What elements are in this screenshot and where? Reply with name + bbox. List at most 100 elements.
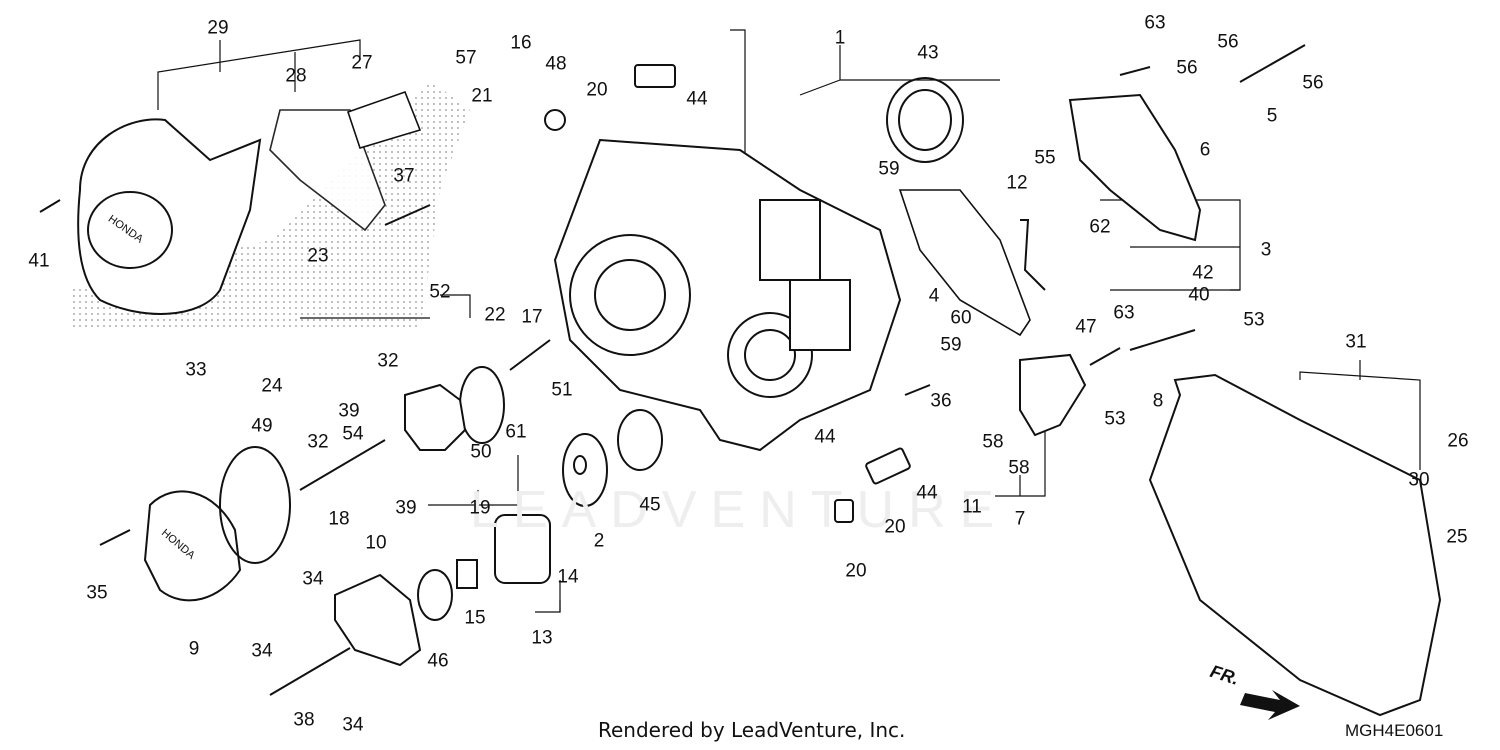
callout-16: 16 xyxy=(510,32,532,54)
callout-47: 47 xyxy=(1075,316,1097,338)
filter-cover-9: HONDA xyxy=(143,490,242,602)
pump-19 xyxy=(404,383,467,451)
pump-body-7 xyxy=(1019,353,1087,437)
callout-54: 54 xyxy=(342,423,364,445)
callout-34a: 34 xyxy=(302,568,324,590)
callout-32b: 32 xyxy=(307,431,329,453)
watermark: LEADVENTURE xyxy=(470,481,1009,539)
callout-2: 2 xyxy=(593,530,605,552)
callout-36: 36 xyxy=(930,390,952,412)
callout-31: 31 xyxy=(1345,331,1367,353)
callout-28: 28 xyxy=(285,65,307,87)
callout-39b: 39 xyxy=(395,497,417,519)
callout-20c: 20 xyxy=(845,560,867,582)
callout-32a: 32 xyxy=(377,350,399,372)
callout-49: 49 xyxy=(251,415,273,437)
callout-38: 38 xyxy=(293,709,315,731)
callout-9: 9 xyxy=(188,638,200,660)
label-27 xyxy=(346,90,422,149)
callout-23: 23 xyxy=(307,245,329,267)
callout-30: 30 xyxy=(1408,469,1430,491)
callout-20: 20 xyxy=(586,79,608,101)
callout-56a: 56 xyxy=(1217,31,1239,53)
callout-25: 25 xyxy=(1446,526,1468,548)
callout-17: 17 xyxy=(521,306,543,328)
callout-46: 46 xyxy=(427,650,449,672)
clutch-cover-29: HONDA xyxy=(77,118,262,315)
callout-52: 52 xyxy=(429,281,451,303)
callout-34b: 34 xyxy=(251,640,273,662)
callout-59a: 59 xyxy=(878,158,900,180)
callout-10: 10 xyxy=(365,532,387,554)
callout-61: 61 xyxy=(505,421,527,443)
callout-15: 15 xyxy=(464,607,486,629)
callout-26: 26 xyxy=(1447,430,1469,452)
callout-62: 62 xyxy=(1089,216,1111,238)
callout-12: 12 xyxy=(1006,172,1028,194)
oil-pipe-12 xyxy=(1020,219,1046,291)
callout-59b: 59 xyxy=(940,334,962,356)
callout-8: 8 xyxy=(1152,390,1164,412)
leader-lines xyxy=(157,29,1421,613)
rotor-2 xyxy=(562,433,608,507)
callout-58a: 58 xyxy=(982,431,1004,453)
callout-35: 35 xyxy=(86,582,108,604)
callout-53b: 53 xyxy=(1104,408,1126,430)
callout-44: 44 xyxy=(686,88,708,110)
callout-22: 22 xyxy=(484,304,506,326)
callout-44b: 44 xyxy=(814,426,836,448)
gasket-4 xyxy=(898,189,1031,337)
callout-29: 29 xyxy=(207,17,229,39)
pressure-switches-20 xyxy=(634,64,911,523)
callout-44c: 44 xyxy=(916,482,938,504)
callout-34c: 34 xyxy=(342,714,364,736)
callout-48: 48 xyxy=(545,53,567,75)
crankcase-cover-1 xyxy=(553,138,902,452)
cover-plate-28 xyxy=(269,109,386,232)
callout-4: 4 xyxy=(928,285,940,307)
callout-41: 41 xyxy=(28,250,50,272)
callout-43: 43 xyxy=(917,42,939,64)
callout-57: 57 xyxy=(455,47,477,69)
callout-37: 37 xyxy=(393,165,415,187)
callout-5: 5 xyxy=(1266,105,1278,127)
callout-14: 14 xyxy=(557,566,579,588)
callout-51: 51 xyxy=(551,379,573,401)
callout-7: 7 xyxy=(1014,508,1026,530)
footer-credit: Rendered by LeadVenture, Inc. xyxy=(598,718,906,742)
callout-53a: 53 xyxy=(1243,309,1265,331)
diagram-code: MGH4E0601 xyxy=(1345,721,1444,740)
callout-33: 33 xyxy=(185,359,207,381)
callout-11: 11 xyxy=(962,496,982,518)
spring-15 xyxy=(456,559,478,589)
callout-24: 24 xyxy=(261,375,283,397)
callout-63b: 63 xyxy=(1113,302,1135,324)
callout-45: 45 xyxy=(639,494,661,516)
callout-21: 21 xyxy=(471,85,493,107)
callout-6: 6 xyxy=(1199,139,1211,161)
front-arrow xyxy=(1240,690,1300,720)
skid-guard-31 xyxy=(1148,373,1442,717)
callout-56c: 56 xyxy=(1302,72,1324,94)
callout-58b: 58 xyxy=(1008,457,1030,479)
callout-27: 27 xyxy=(351,52,373,74)
callout-18: 18 xyxy=(328,508,350,530)
callout-20b: 20 xyxy=(884,516,906,538)
oil-pump-plate-3 xyxy=(1068,93,1202,242)
callout-19: 19 xyxy=(469,497,491,519)
bolts xyxy=(39,44,1306,696)
callout-3: 3 xyxy=(1260,239,1272,261)
callout-39a: 39 xyxy=(338,400,360,422)
callout-13: 13 xyxy=(531,627,553,649)
callout-1: 1 xyxy=(834,27,846,49)
callout-50: 50 xyxy=(470,441,492,463)
callout-60: 60 xyxy=(950,307,972,329)
housing-10 xyxy=(334,573,422,667)
callout-63: 63 xyxy=(1144,12,1166,34)
oil-seal-43 xyxy=(886,77,964,163)
oil-filter-13 xyxy=(494,514,551,584)
callout-42: 42 xyxy=(1192,262,1214,284)
callout-56b: 56 xyxy=(1176,57,1198,79)
callout-55: 55 xyxy=(1034,147,1056,169)
